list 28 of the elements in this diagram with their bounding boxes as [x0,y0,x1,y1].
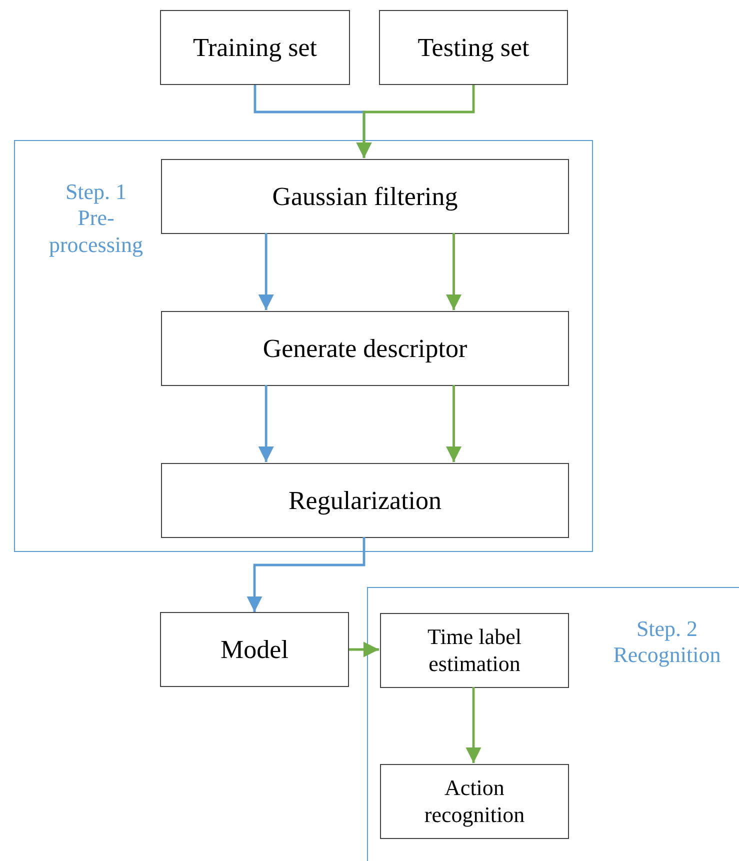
arrow [466,687,482,763]
process-box [161,463,569,538]
arrow [446,233,462,310]
box-label: Model [220,634,290,666]
step-label: Step. 2 Recognition [612,616,722,669]
arrow [246,537,366,612]
box-label: Training set [192,32,318,64]
process-box [380,764,569,839]
process-box [380,613,569,688]
process-box [160,10,350,85]
step-label: Step. 1 Pre-processing [48,179,144,258]
process-box [160,612,349,687]
step-panel [14,140,593,552]
box-label: Gaussian filtering [271,180,459,212]
process-box [161,159,569,234]
box-label: Testing set [416,32,530,64]
box-label: Regularization [287,484,443,516]
process-box [379,10,568,85]
arrow [446,385,462,462]
process-box [161,311,569,386]
arrow [258,385,274,462]
arrow [258,233,274,310]
arrow [349,642,379,658]
box-label: Action recognition [423,775,526,828]
arrow [356,85,475,158]
step-panel [367,587,739,861]
box-label: Generate descriptor [262,332,468,364]
box-label: Time label estimation [426,624,522,677]
